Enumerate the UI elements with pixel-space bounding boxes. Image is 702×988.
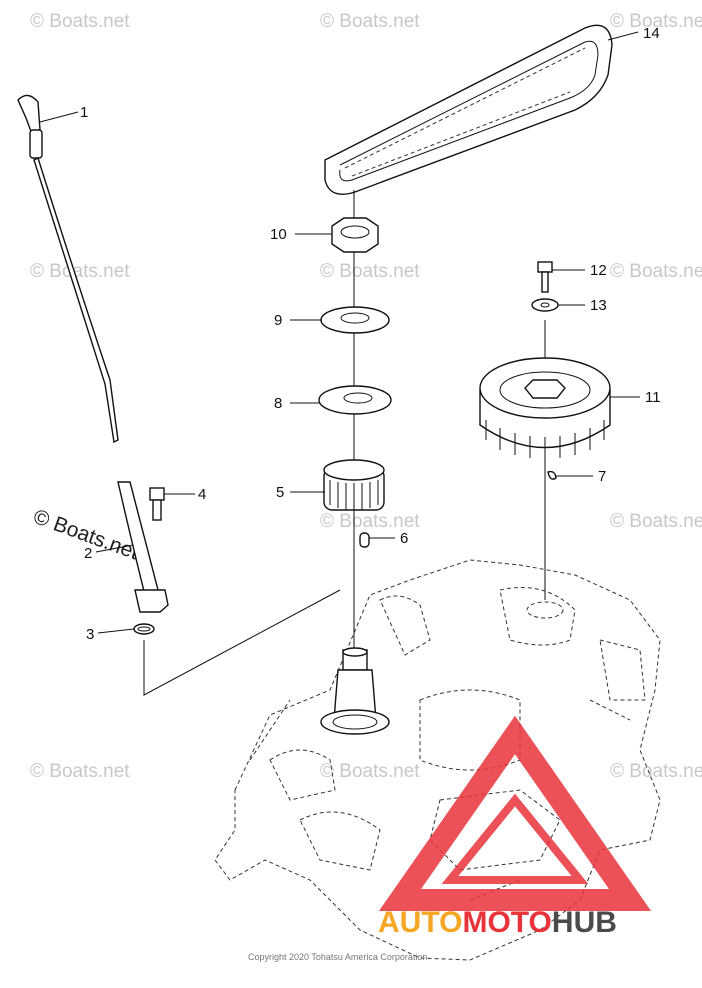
callout-4: 4 [198, 486, 206, 503]
driven-pulley-11 [479, 357, 611, 460]
timing-belt-14 [324, 24, 613, 195]
brand-text: AUTOMOTOHUB [378, 906, 617, 939]
logo-triangle [378, 715, 652, 911]
watermark-text: © Boats.net [320, 261, 420, 282]
brand-part-auto: AUTO [378, 906, 462, 939]
washer-13 [531, 298, 559, 312]
o-ring-3 [133, 623, 155, 635]
callout-7: 7 [598, 468, 606, 485]
engine-block [214, 559, 661, 961]
watermark-text: © Boats.net [30, 761, 130, 782]
callout-13: 13 [590, 297, 607, 314]
guide-tube-2 [117, 481, 169, 613]
watermark-text: © Boats.net [30, 261, 130, 282]
callout-11: 11 [645, 389, 661, 406]
watermark-text: © Boats.net [610, 511, 702, 532]
callout-5: 5 [276, 484, 284, 501]
callout-1: 1 [80, 104, 88, 121]
logo-triangle-inner [441, 793, 589, 884]
watermark-text: © Boats.net [610, 11, 702, 32]
watermark-text: © Boats.net [320, 761, 420, 782]
watermark-text: © Boats.net [320, 11, 420, 32]
drive-sprocket-5 [323, 459, 385, 511]
callout-labels: 1 2 3 4 5 6 7 8 9 10 11 12 13 14 [80, 25, 661, 643]
watermark-text: © Boats.net [610, 761, 702, 782]
callout-9: 9 [274, 312, 282, 329]
callout-2: 2 [84, 545, 92, 562]
brand-logo: AUTOMOTOHUB [378, 715, 652, 939]
watermark-text: © Boats.net [30, 11, 130, 32]
callout-6: 6 [400, 530, 408, 547]
brand-part-moto: MOTO [462, 906, 551, 939]
brand-part-hub: HUB [552, 906, 617, 939]
watermark-text: © Boats.net [320, 511, 420, 532]
copyright-text: Copyright 2020 Tohatsu America Corporati… [248, 952, 427, 962]
dipstick-1 [17, 94, 119, 444]
callout-14: 14 [643, 25, 660, 42]
nut-10 [331, 217, 379, 253]
plate-8 [318, 385, 392, 415]
leader-lines [39, 31, 640, 634]
watermark-text: © Boats.net [610, 261, 702, 282]
callout-3: 3 [86, 626, 94, 643]
callout-8: 8 [274, 395, 282, 412]
bolt-4 [149, 487, 165, 521]
callout-12: 12 [590, 262, 607, 279]
key-6 [359, 532, 370, 548]
key-7 [547, 470, 557, 480]
bolt-12 [537, 261, 553, 293]
washer-9 [320, 306, 390, 334]
callout-10: 10 [270, 226, 287, 243]
